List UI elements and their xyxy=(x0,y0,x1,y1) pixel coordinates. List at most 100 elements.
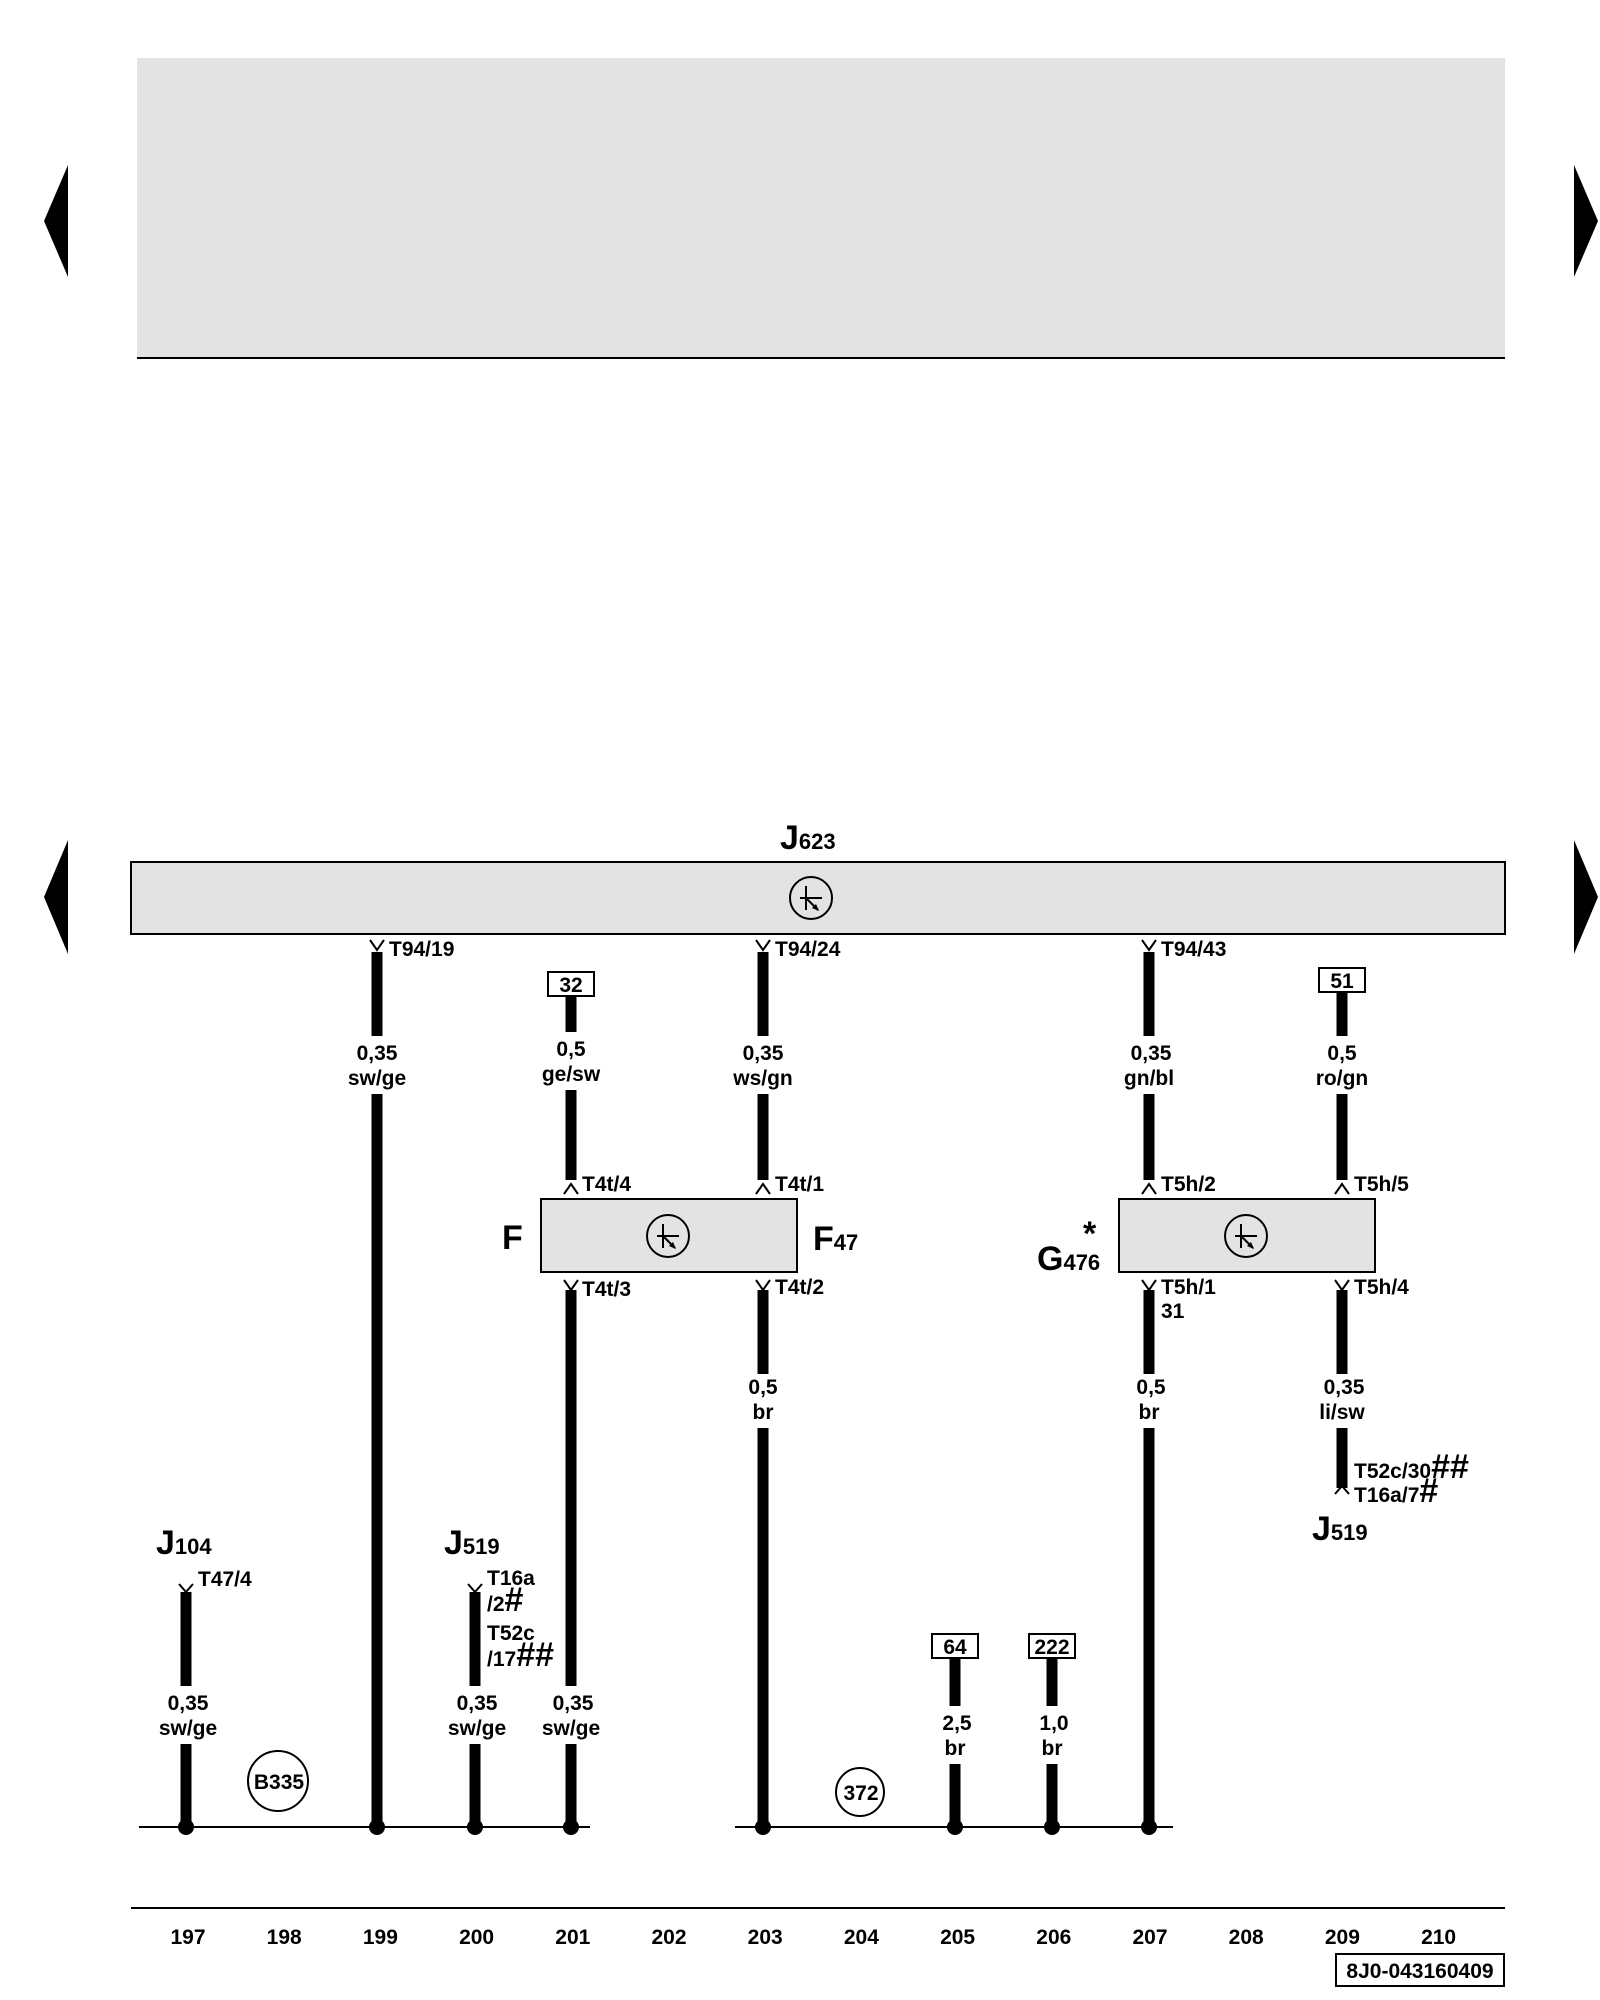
pin-t5h-4: T5h/4 xyxy=(1354,1276,1409,1299)
wire-207-top-color: gn/bl xyxy=(1124,1067,1174,1090)
ground-junction-dots xyxy=(178,1819,1157,1835)
next-arrow-bottom[interactable] xyxy=(1574,840,1598,954)
wire-199-color: sw/ge xyxy=(348,1067,406,1090)
pin-t52c-30: T52c/30## xyxy=(1354,1448,1469,1486)
module-g476-star: * xyxy=(1083,1215,1097,1253)
wire-203-top-color: ws/gn xyxy=(732,1067,793,1090)
ref-32-box[interactable] xyxy=(547,971,595,997)
pin-arrow-t4t-3 xyxy=(563,1279,579,1292)
wire-205-color: br xyxy=(945,1737,966,1760)
pin-arrow-t4t-1 xyxy=(755,1182,771,1195)
ref-64-box[interactable] xyxy=(931,1633,979,1659)
footer-column-201: 201 xyxy=(555,1926,590,1949)
doc-id-box xyxy=(1335,1953,1505,1987)
ground-point-372-circle[interactable] xyxy=(835,1767,885,1817)
pin-t94-19: T94/19 xyxy=(389,938,454,961)
module-f47-label: F47 xyxy=(813,1220,858,1258)
ref-222-box[interactable] xyxy=(1028,1633,1076,1659)
wire-209-bottom-color: li/sw xyxy=(1319,1401,1365,1424)
ground-point-b335[interactable]: B335 xyxy=(254,1771,305,1794)
pin-t16a-7: T16a/7# xyxy=(1354,1472,1438,1510)
pin-arrow-t5h-2 xyxy=(1141,1182,1157,1195)
wire-209-top-color: ro/gn xyxy=(1316,1067,1369,1090)
pin-arrow-t52c-30 xyxy=(1334,1484,1350,1495)
prev-arrow-bottom[interactable] xyxy=(44,840,68,954)
module-g476-box xyxy=(1118,1198,1376,1273)
wire-201-top-color: ge/sw xyxy=(542,1063,601,1086)
pin-t94-43: T94/43 xyxy=(1161,938,1226,961)
wire-203-bottom-gauge: 0,5 xyxy=(748,1376,778,1399)
ref-64[interactable]: 64 xyxy=(943,1636,967,1659)
footer-column-199: 199 xyxy=(363,1926,398,1949)
pin-t4t-3: T4t/3 xyxy=(582,1278,631,1301)
pin-arrow-t5h-4 xyxy=(1334,1279,1350,1292)
prev-arrow-top[interactable] xyxy=(44,165,68,277)
wire-207-top-gauge: 0,35 xyxy=(1131,1042,1172,1065)
doc-id: 8J0-043160409 xyxy=(1346,1960,1493,1983)
component-j104: J104 xyxy=(156,1524,212,1562)
footer-column-202: 202 xyxy=(651,1926,686,1949)
wire-201-top-gauge: 0,5 xyxy=(556,1038,586,1061)
module-f-label: F xyxy=(502,1219,523,1257)
pin-t16a-2-line2: /2# xyxy=(487,1581,524,1619)
pin-t52c-17-line2: /17## xyxy=(487,1636,554,1674)
pin-t4t-4: T4t/4 xyxy=(582,1173,631,1196)
wire-206-gauge: 1,0 xyxy=(1039,1712,1068,1735)
footer-column-204: 204 xyxy=(844,1926,879,1949)
upper-grey-panel xyxy=(137,58,1505,358)
pin-t5h-1: T5h/1 xyxy=(1161,1276,1216,1299)
wire-207-bottom-gauge: 0,5 xyxy=(1136,1376,1166,1399)
pin-arrow-t5h-5 xyxy=(1334,1182,1350,1195)
ground-point-b335-circle[interactable] xyxy=(247,1750,309,1812)
footer-column-206: 206 xyxy=(1036,1926,1071,1949)
pin-arrow-t94-24 xyxy=(755,939,771,952)
footer-column-205: 205 xyxy=(940,1926,975,1949)
wire-207-bottom-color: br xyxy=(1139,1401,1160,1424)
pin-t4t-2: T4t/2 xyxy=(775,1276,824,1299)
footer-column-197: 197 xyxy=(170,1926,205,1949)
pin-arrow-t94-43 xyxy=(1141,939,1157,952)
next-arrow-top[interactable] xyxy=(1574,165,1598,277)
pin-arrow-t94-19 xyxy=(369,939,385,952)
wire-200-color: sw/ge xyxy=(448,1717,506,1740)
module-g476-label: G476 xyxy=(1037,1240,1100,1278)
footer-column-198: 198 xyxy=(267,1926,302,1949)
pin-t5h-2: T5h/2 xyxy=(1161,1173,1216,1196)
component-j519-left: J519 xyxy=(444,1524,500,1562)
pin-t5h-5: T5h/5 xyxy=(1354,1173,1409,1196)
footer-column-200: 200 xyxy=(459,1926,494,1949)
ref-51[interactable]: 51 xyxy=(1330,970,1354,993)
footer-column-203: 203 xyxy=(748,1926,783,1949)
pin-t52c-17-line1: T52c xyxy=(487,1622,535,1645)
pin-arrow-t4t-2 xyxy=(755,1279,771,1292)
ref-32[interactable]: 32 xyxy=(559,974,582,997)
wire-200-gauge: 0,35 xyxy=(457,1692,498,1715)
pin-arrow-t47-4 xyxy=(178,1583,194,1594)
wire-203-bottom-color: br xyxy=(753,1401,774,1424)
ecu-label: J623 xyxy=(780,819,836,857)
pin-t4t-1: T4t/1 xyxy=(775,1173,824,1196)
ground-point-372[interactable]: 372 xyxy=(843,1782,878,1805)
pin-t94-24: T94/24 xyxy=(775,938,841,961)
ref-51-box[interactable] xyxy=(1318,967,1366,993)
pin-t47-4: T47/4 xyxy=(198,1568,252,1591)
wire-206-color: br xyxy=(1042,1737,1063,1760)
wire-205-gauge: 2,5 xyxy=(942,1712,972,1735)
wire-201-bottom-color: sw/ge xyxy=(542,1717,600,1740)
module-g-electronic-icon xyxy=(1224,1214,1268,1258)
wire-203-top-gauge: 0,35 xyxy=(743,1042,784,1065)
ref-222[interactable]: 222 xyxy=(1034,1636,1069,1659)
wire-209-bottom-gauge: 0,35 xyxy=(1324,1376,1365,1399)
pin-arrow-t5h-1 xyxy=(1141,1279,1157,1292)
pin-t5h-1-31: 31 xyxy=(1161,1300,1185,1323)
wire-199-gauge: 0,35 xyxy=(357,1042,398,1065)
footer-column-210: 210 xyxy=(1421,1926,1456,1949)
wire-197-color: sw/ge xyxy=(159,1717,217,1740)
wire-197-gauge: 0,35 xyxy=(168,1692,209,1715)
footer-column-209: 209 xyxy=(1325,1926,1360,1949)
ecu-electronic-symbol-icon xyxy=(789,876,833,920)
module-f-electronic-icon xyxy=(646,1214,690,1258)
footer-column-208: 208 xyxy=(1229,1926,1264,1949)
